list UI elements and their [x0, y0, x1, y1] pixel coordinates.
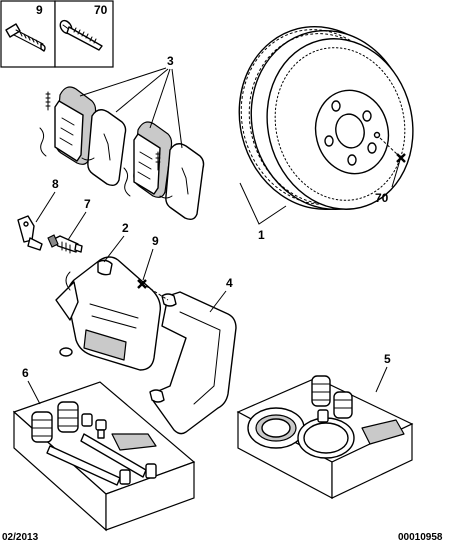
- inset-box-screw-70: 70: [54, 0, 114, 68]
- callout-3: 3: [167, 54, 174, 68]
- caliper-bracket: [149, 291, 237, 435]
- small-bolt: [95, 419, 107, 439]
- callout-5: 5: [384, 352, 391, 366]
- brake-disc: [238, 25, 414, 211]
- brake-pad-2: [81, 109, 127, 187]
- inset-box-bolt-9: 9: [0, 0, 56, 68]
- piston-seal-outer: [247, 407, 305, 449]
- callout-70: 70: [375, 191, 389, 205]
- brake-pad-3: [123, 121, 173, 198]
- callout-2: 2: [122, 221, 129, 235]
- rubber-boot-left: [31, 411, 53, 443]
- bleed-screw: [47, 234, 83, 254]
- bolt-icon: [5, 23, 46, 52]
- brake-pad-1: [39, 86, 97, 165]
- brake-caliper: [55, 256, 162, 371]
- callout-7: 7: [84, 197, 91, 211]
- callout-1: 1: [258, 228, 265, 242]
- footer-reference: 00010958: [398, 532, 443, 543]
- guide-pin-kit: [12, 381, 196, 532]
- callout-9: 9: [152, 234, 159, 248]
- footer-date: 02/2013: [2, 532, 39, 543]
- callout-4: 4: [226, 276, 233, 290]
- wear-sensor: [17, 215, 43, 251]
- callout-6: 6: [22, 366, 29, 380]
- rubber-boot-right: [57, 401, 79, 433]
- piston-boot: [311, 375, 353, 419]
- callout-9-box: 9: [36, 3, 43, 17]
- callout-70-box: 70: [94, 3, 108, 17]
- screw-icon: [59, 19, 103, 51]
- piston-seal-inner: [297, 417, 355, 459]
- cross-mark-icon-caliper: [137, 279, 147, 289]
- callout-8: 8: [52, 177, 59, 191]
- seal-kit: [236, 375, 414, 499]
